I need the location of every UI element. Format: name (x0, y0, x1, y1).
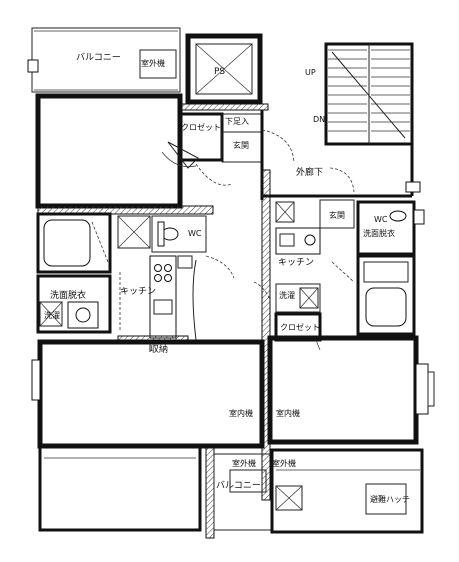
wc-left-room (117, 215, 207, 253)
bath-left (36, 212, 112, 274)
pipe-shaft (179, 33, 269, 111)
label-up: UP (305, 68, 316, 77)
central-walls (192, 169, 271, 501)
closet-right (274, 312, 322, 351)
label-washroom-right: 洗面脱衣 (363, 228, 395, 238)
label-kitchen-left: キッチン (120, 286, 156, 297)
label-outdoor-unit-bl: 室外機 (232, 458, 256, 468)
label-dn: DN (313, 115, 325, 124)
label-balcony-top: バルコニー (76, 52, 121, 63)
label-kitchen-right: キッチン (278, 257, 314, 268)
label-wc-right: WC (374, 215, 388, 224)
label-wc-left: WC (188, 229, 202, 238)
outdoor-unit-top (139, 49, 177, 79)
balcony-bottom (38, 444, 424, 539)
label-laundry-left: 洗濯 (44, 310, 60, 320)
washroom-left (36, 274, 112, 334)
label-closet-right: クロゼット (280, 322, 320, 332)
label-entrance-right: 玄関 (329, 210, 345, 220)
label-outdoor-unit-br: 室外機 (272, 458, 296, 468)
kitchen-left (117, 255, 193, 343)
outer-corridor (260, 110, 421, 200)
room-lower-left (31, 339, 265, 449)
kitchen-right (253, 227, 321, 301)
label-outdoor-unit-top: 室外機 (141, 58, 165, 68)
room-lower-right (267, 335, 435, 445)
label-balcony-bottom: バルコニー (216, 480, 261, 491)
label-ps: PS (214, 67, 225, 77)
label-closet-top: クロゼット (181, 122, 221, 132)
label-shoe-storage: 下足入 (225, 117, 249, 126)
label-indoor-unit-left: 室内機 (229, 408, 253, 418)
entrance-right (275, 199, 355, 229)
label-storage: 収納 (150, 343, 168, 355)
label-laundry-right: 洗濯 (279, 290, 295, 300)
label-emergency-hatch: 避難ハッチ (370, 494, 410, 504)
label-outer-corridor: 外廊下 (296, 166, 323, 178)
bath-right (331, 254, 416, 336)
balcony-top (27, 27, 181, 93)
label-entrance-left: 玄関 (233, 140, 249, 150)
wc-right-room (356, 200, 425, 256)
laundry-right (275, 283, 321, 313)
staircase (324, 42, 414, 146)
label-washroom-left: 洗面脱衣 (50, 289, 86, 301)
label-indoor-unit-right: 室内機 (276, 408, 300, 418)
